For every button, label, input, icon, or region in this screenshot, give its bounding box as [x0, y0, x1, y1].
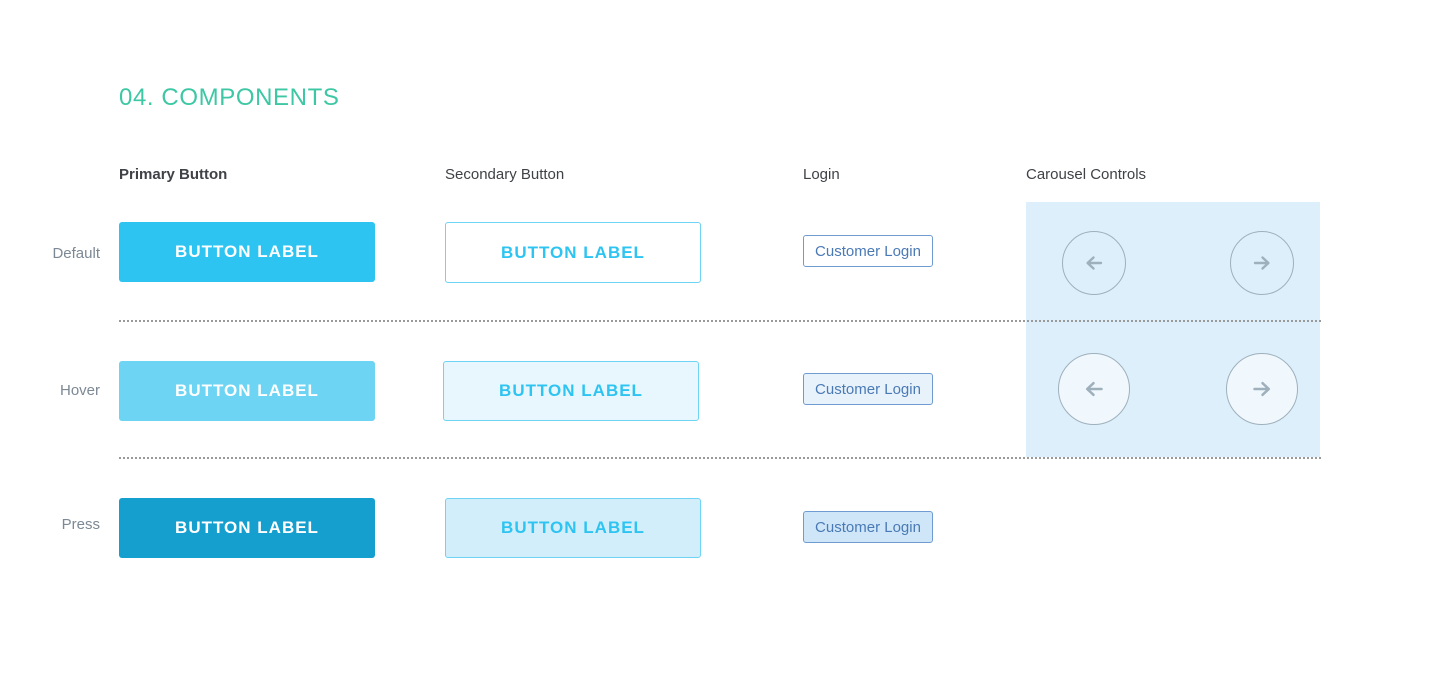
arrow-right-icon [1247, 248, 1277, 278]
carousel-next-button-default[interactable] [1230, 231, 1294, 295]
column-header-primary-button: Primary Button [119, 166, 228, 183]
row-divider-2 [119, 457, 1321, 459]
carousel-prev-button-default[interactable] [1062, 231, 1126, 295]
row-divider-1 [119, 320, 1321, 322]
login-button-hover[interactable]: Customer Login [803, 373, 933, 405]
secondary-button-hover[interactable]: BUTTON LABEL [443, 361, 699, 421]
column-header-login: Login [803, 166, 840, 183]
column-header-carousel-controls: Carousel Controls [1026, 166, 1147, 183]
login-button-press[interactable]: Customer Login [803, 511, 933, 543]
carousel-prev-button-hover[interactable] [1058, 353, 1130, 425]
secondary-button-press[interactable]: BUTTON LABEL [445, 498, 701, 558]
secondary-button-default[interactable]: BUTTON LABEL [445, 222, 701, 283]
primary-button-default[interactable]: BUTTON LABEL [119, 222, 375, 282]
row-label-default: Default [52, 245, 100, 262]
column-header-secondary-button: Secondary Button [445, 166, 565, 183]
page-title: 04. COMPONENTS [119, 84, 340, 111]
login-button-default[interactable]: Customer Login [803, 235, 933, 267]
arrow-right-icon [1246, 373, 1278, 405]
primary-button-press[interactable]: BUTTON LABEL [119, 498, 375, 558]
row-label-press: Press [61, 516, 100, 533]
carousel-next-button-hover[interactable] [1226, 353, 1298, 425]
arrow-left-icon [1078, 373, 1110, 405]
row-label-hover: Hover [59, 382, 100, 399]
arrow-left-icon [1079, 248, 1109, 278]
primary-button-hover[interactable]: BUTTON LABEL [119, 361, 375, 421]
